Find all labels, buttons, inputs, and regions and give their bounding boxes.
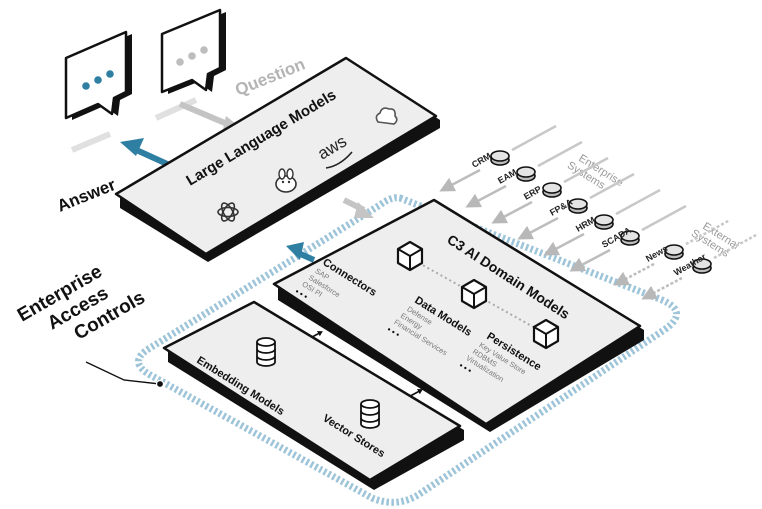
llm-to-domain-arrow — [342, 197, 374, 218]
typing-dot — [106, 70, 114, 78]
system-label: CRM — [470, 151, 493, 170]
database-disk-icon — [620, 230, 640, 246]
typing-dot — [94, 76, 102, 84]
answer-label: Answer — [54, 175, 118, 216]
bubble-shadow — [70, 131, 112, 153]
system-label: FP&A — [548, 197, 575, 218]
embedding-panel — [162, 300, 464, 490]
database-disk-icon — [516, 166, 536, 182]
typing-dot — [188, 52, 196, 60]
domain-models-panel — [272, 198, 644, 432]
access-controls-leader — [85, 361, 165, 389]
llm-panel — [114, 56, 440, 262]
openai-icon — [217, 202, 239, 222]
data-models-cube-icon — [460, 278, 488, 310]
answer-bubble — [64, 30, 132, 120]
database-disk-icon — [490, 150, 510, 166]
aws-smile-icon — [325, 151, 353, 169]
system-label: ERP — [522, 184, 543, 202]
bubble-shadow — [154, 97, 198, 121]
database-disk-icon — [664, 244, 684, 260]
system-label: EAM — [496, 167, 518, 186]
database-disk-icon — [568, 198, 588, 214]
cloud-icon — [375, 107, 398, 125]
system-label: News — [644, 243, 669, 263]
database-disk-icon — [542, 182, 562, 198]
database-disk-icon — [594, 214, 614, 230]
typing-dot — [200, 46, 208, 54]
typing-dot — [176, 58, 184, 66]
system-node-crm: CRM — [439, 124, 557, 192]
database-disk-icon — [692, 258, 712, 274]
question-bubble — [160, 8, 226, 94]
vector-database-icon — [360, 399, 380, 429]
connectors-cube-icon — [396, 240, 424, 272]
persistence-cube-icon — [532, 318, 560, 350]
cube-connector-line — [409, 257, 547, 335]
system-label: HRM — [574, 215, 597, 234]
typing-dot — [82, 82, 90, 90]
embedding-database-icon — [256, 337, 276, 367]
llama-icon — [275, 168, 297, 193]
access-control-boundary — [135, 194, 680, 506]
domain-to-llm-arrow — [286, 242, 316, 263]
